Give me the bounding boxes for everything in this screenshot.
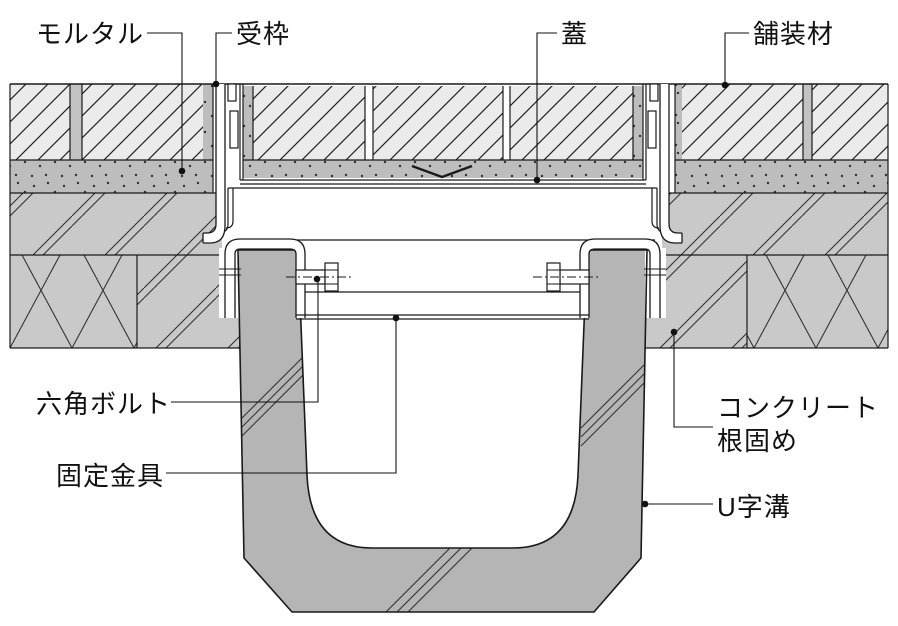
label-cover: 蓋 — [561, 19, 589, 49]
cover-assembly — [10, 83, 888, 241]
fixing-bracket-right — [579, 238, 666, 318]
label-receiving-frame: 受枠 — [236, 19, 291, 49]
fixing-bracket-left — [219, 238, 306, 318]
slope-mark — [411, 164, 473, 179]
label-concrete-anchor-line2: 根固め — [717, 426, 799, 456]
label-mortar: モルタル — [36, 19, 145, 49]
road-layers-right — [644, 84, 889, 349]
bracket-cross-plate — [296, 291, 589, 320]
receiving-frame-right — [647, 83, 683, 244]
label-fixing-bracket: 固定金具 — [56, 461, 165, 491]
label-u-gutter: U字溝 — [717, 492, 791, 522]
label-concrete-anchor-line1: コンクリート — [717, 393, 880, 423]
road-layers-left — [9, 84, 241, 349]
label-paving-material: 舗装材 — [753, 19, 835, 49]
receiving-frame-left — [202, 83, 239, 244]
leader-lines — [147, 32, 749, 505]
label-hex-bolt: 六角ボルト — [36, 389, 172, 419]
leader-dots — [178, 80, 729, 508]
hex-bolt-right — [533, 262, 599, 292]
label-concrete-anchor: コンクリート 根固め — [717, 392, 879, 458]
u-gutter-body — [219, 248, 666, 613]
